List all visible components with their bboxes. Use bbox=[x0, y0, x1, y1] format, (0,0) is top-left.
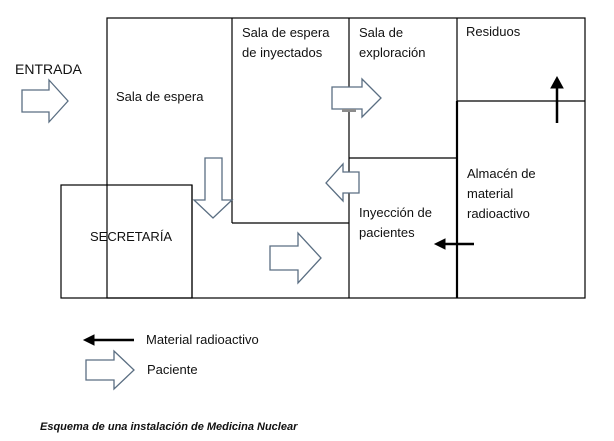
material-arrow-to-waste-head bbox=[550, 75, 564, 89]
patient-arrow-entrance bbox=[21, 78, 69, 124]
patient-arrow-back-to-injected bbox=[325, 162, 360, 203]
patient-arrow-legend bbox=[85, 349, 135, 391]
room-waste-label: Residuos bbox=[466, 24, 521, 39]
room-waiting-label: Sala de espera bbox=[116, 89, 204, 104]
arrow-overlap-mark bbox=[342, 109, 356, 112]
material-arrow-to-injection-head bbox=[433, 238, 446, 250]
patient-arrow-corridor bbox=[269, 231, 322, 285]
room-storage-line3: radioactivo bbox=[467, 206, 530, 221]
room-exploration-line2: exploración bbox=[359, 45, 426, 60]
walls bbox=[60, 17, 586, 299]
entrance-label: ENTRADA bbox=[15, 61, 82, 77]
diagram-caption: Esquema de una instalación de Medicina N… bbox=[40, 421, 298, 433]
room-injection-line1: Inyección de bbox=[359, 205, 432, 220]
patient-arrow-to-exploration bbox=[331, 77, 382, 119]
room-secretary-label: SECRETARÍA bbox=[90, 229, 173, 244]
room-storage-label: Almacén de material radioactivo bbox=[467, 164, 536, 224]
patient-arrow-down bbox=[192, 157, 234, 219]
patient-flow-arrows bbox=[21, 77, 382, 391]
room-exploration-label: Sala de exploración bbox=[359, 23, 426, 63]
material-arrow-legend-head bbox=[82, 334, 95, 346]
outer-wall-top-block bbox=[106, 17, 586, 299]
room-injection-line2: pacientes bbox=[359, 225, 415, 240]
room-injected-waiting-label: Sala de espera de inyectados bbox=[242, 23, 329, 63]
room-storage-line2: material bbox=[467, 186, 514, 201]
room-injected-waiting-line1: Sala de espera bbox=[242, 25, 330, 40]
material-arrows bbox=[82, 75, 564, 346]
room-storage-line1: Almacén de bbox=[467, 166, 536, 181]
room-injected-waiting-line2: de inyectados bbox=[242, 45, 323, 60]
room-injection-label: Inyección de pacientes bbox=[359, 203, 432, 243]
room-exploration-line1: Sala de bbox=[359, 25, 404, 40]
legend-patient-label: Paciente bbox=[147, 362, 198, 377]
legend-material-label: Material radioactivo bbox=[146, 332, 259, 347]
